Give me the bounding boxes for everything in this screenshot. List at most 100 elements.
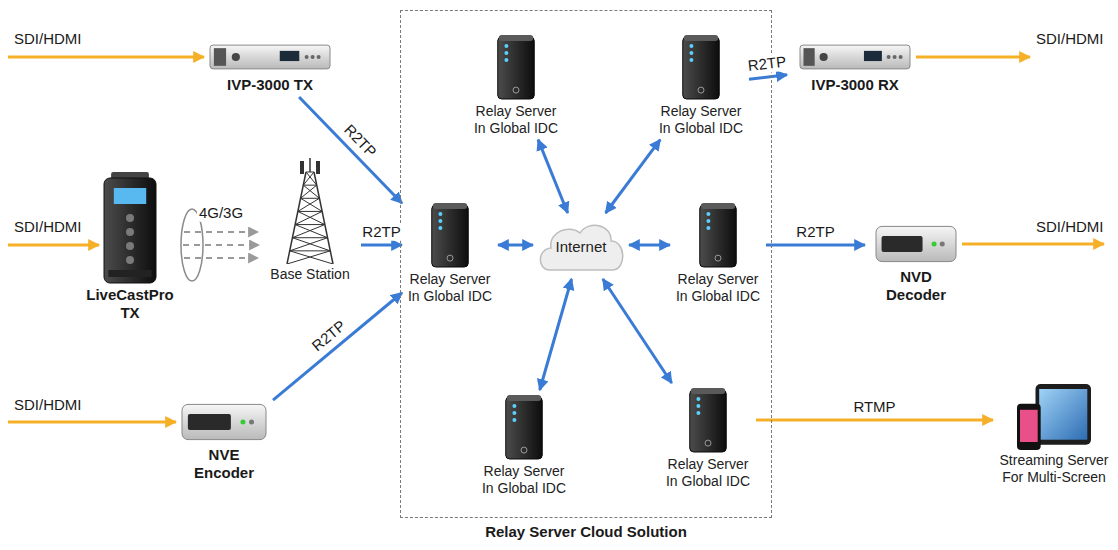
node-label: NVE Encoder [188, 446, 260, 482]
tower-brace [287, 251, 330, 264]
box-illustration [875, 222, 957, 266]
tower-leg [314, 172, 333, 264]
tower-brace [298, 211, 325, 224]
receiver-device: IVP-3000 RX [790, 40, 920, 94]
tower-brace [292, 238, 330, 251]
input-arrow [8, 421, 176, 424]
base-station: Base Station [262, 158, 358, 283]
encoder-device: IVP-3000 TX [200, 40, 340, 94]
node-label: IVP-3000 TX [225, 76, 315, 94]
server-led [512, 411, 516, 415]
stream-arrow [766, 244, 865, 247]
tower-illustration [283, 158, 337, 264]
node-label: Relay Server In Global IDC [663, 456, 753, 490]
bidirectional-link [603, 279, 672, 383]
internet-cloud: Internet [536, 216, 626, 276]
tower-brace [295, 224, 325, 225]
bidirectional-link [606, 140, 661, 213]
pack-base [108, 270, 151, 277]
protocol-label: R2TP [339, 120, 380, 162]
tower-antenna [300, 161, 304, 174]
signal-name: SDI/HDMI [1036, 30, 1104, 47]
phone-body [1017, 404, 1041, 450]
node-label: Relay Server In Global IDC [405, 271, 495, 305]
server-illustration [694, 201, 742, 269]
server-logo [715, 255, 721, 261]
box-button [940, 242, 945, 247]
tablet-screen [1039, 389, 1087, 440]
rack-button [305, 55, 309, 59]
server-top [691, 388, 726, 394]
rack-body [800, 45, 910, 69]
tower-brace [295, 225, 327, 238]
server-led [512, 418, 516, 422]
relay-server: Relay Server In Global IDC [471, 33, 561, 137]
signal-name: SDI/HDMI [14, 30, 82, 47]
stream-arrow [183, 244, 259, 246]
tower-brace [290, 250, 331, 251]
server-logo [698, 87, 704, 93]
tablet-illustration [1017, 384, 1091, 450]
dashed-arrow [184, 257, 258, 259]
server-led [504, 58, 508, 62]
input-arrow [8, 56, 204, 59]
pack-button [126, 214, 134, 222]
phone-screen [1020, 410, 1038, 442]
tower-brace [301, 185, 317, 198]
server-illustration [500, 393, 548, 461]
node-label: IVP-3000 RX [810, 76, 900, 94]
input-arrow [8, 244, 99, 247]
pack-button [126, 256, 134, 264]
protocol-label: R2TP [794, 224, 836, 241]
rack-button [317, 55, 321, 59]
box-panel [882, 236, 923, 252]
rack-button [899, 55, 903, 59]
server-led [438, 212, 442, 216]
server-led [438, 226, 442, 230]
rack-knob [232, 53, 240, 61]
box-led [240, 420, 245, 425]
server-led [512, 404, 516, 408]
tower-brace [290, 238, 328, 251]
decoder-device: NVD Decoder [868, 222, 964, 304]
node-label: Base Station [262, 266, 358, 283]
server-led [706, 219, 710, 223]
box-panel [188, 414, 231, 430]
server-illustration [684, 386, 732, 454]
stream-arrow [273, 293, 402, 400]
tower-brace [298, 211, 322, 212]
box-illustration [181, 400, 267, 444]
server-top [684, 35, 719, 41]
box-button [249, 420, 254, 425]
server-logo [705, 440, 711, 446]
node-label: Streaming Server For Multi-Screen [996, 452, 1112, 486]
box-body [876, 226, 956, 261]
pack-button [126, 242, 134, 250]
node-label: LiveCastPro TX [82, 286, 178, 322]
output-arrow [962, 243, 1104, 246]
protocol-label: R2TP [360, 224, 402, 241]
server-top [701, 203, 736, 209]
bidirectional-link [538, 140, 568, 213]
stream-arrow [361, 244, 402, 247]
dashed-arrow [184, 231, 258, 233]
encoder-device: NVE Encoder [178, 400, 270, 482]
rack-handle [803, 48, 814, 66]
server-logo [521, 447, 527, 453]
output-arrow [916, 56, 1030, 59]
server-led [689, 58, 693, 62]
server-top [433, 203, 468, 209]
node-label: NVD Decoder [880, 268, 952, 304]
transmitter-device: LiveCastPro TX [80, 172, 180, 322]
server-led [706, 212, 710, 216]
rack-display [280, 51, 300, 61]
server-logo [513, 87, 519, 93]
rack-button [887, 55, 891, 59]
rack-knob [820, 53, 828, 61]
server-logo [447, 255, 453, 261]
rack-handle [214, 48, 226, 66]
node-label: Relay Server In Global IDC [471, 103, 561, 137]
signal-name: SDI/HDMI [14, 218, 82, 235]
tower-leg [287, 172, 306, 264]
box-led [932, 242, 937, 247]
